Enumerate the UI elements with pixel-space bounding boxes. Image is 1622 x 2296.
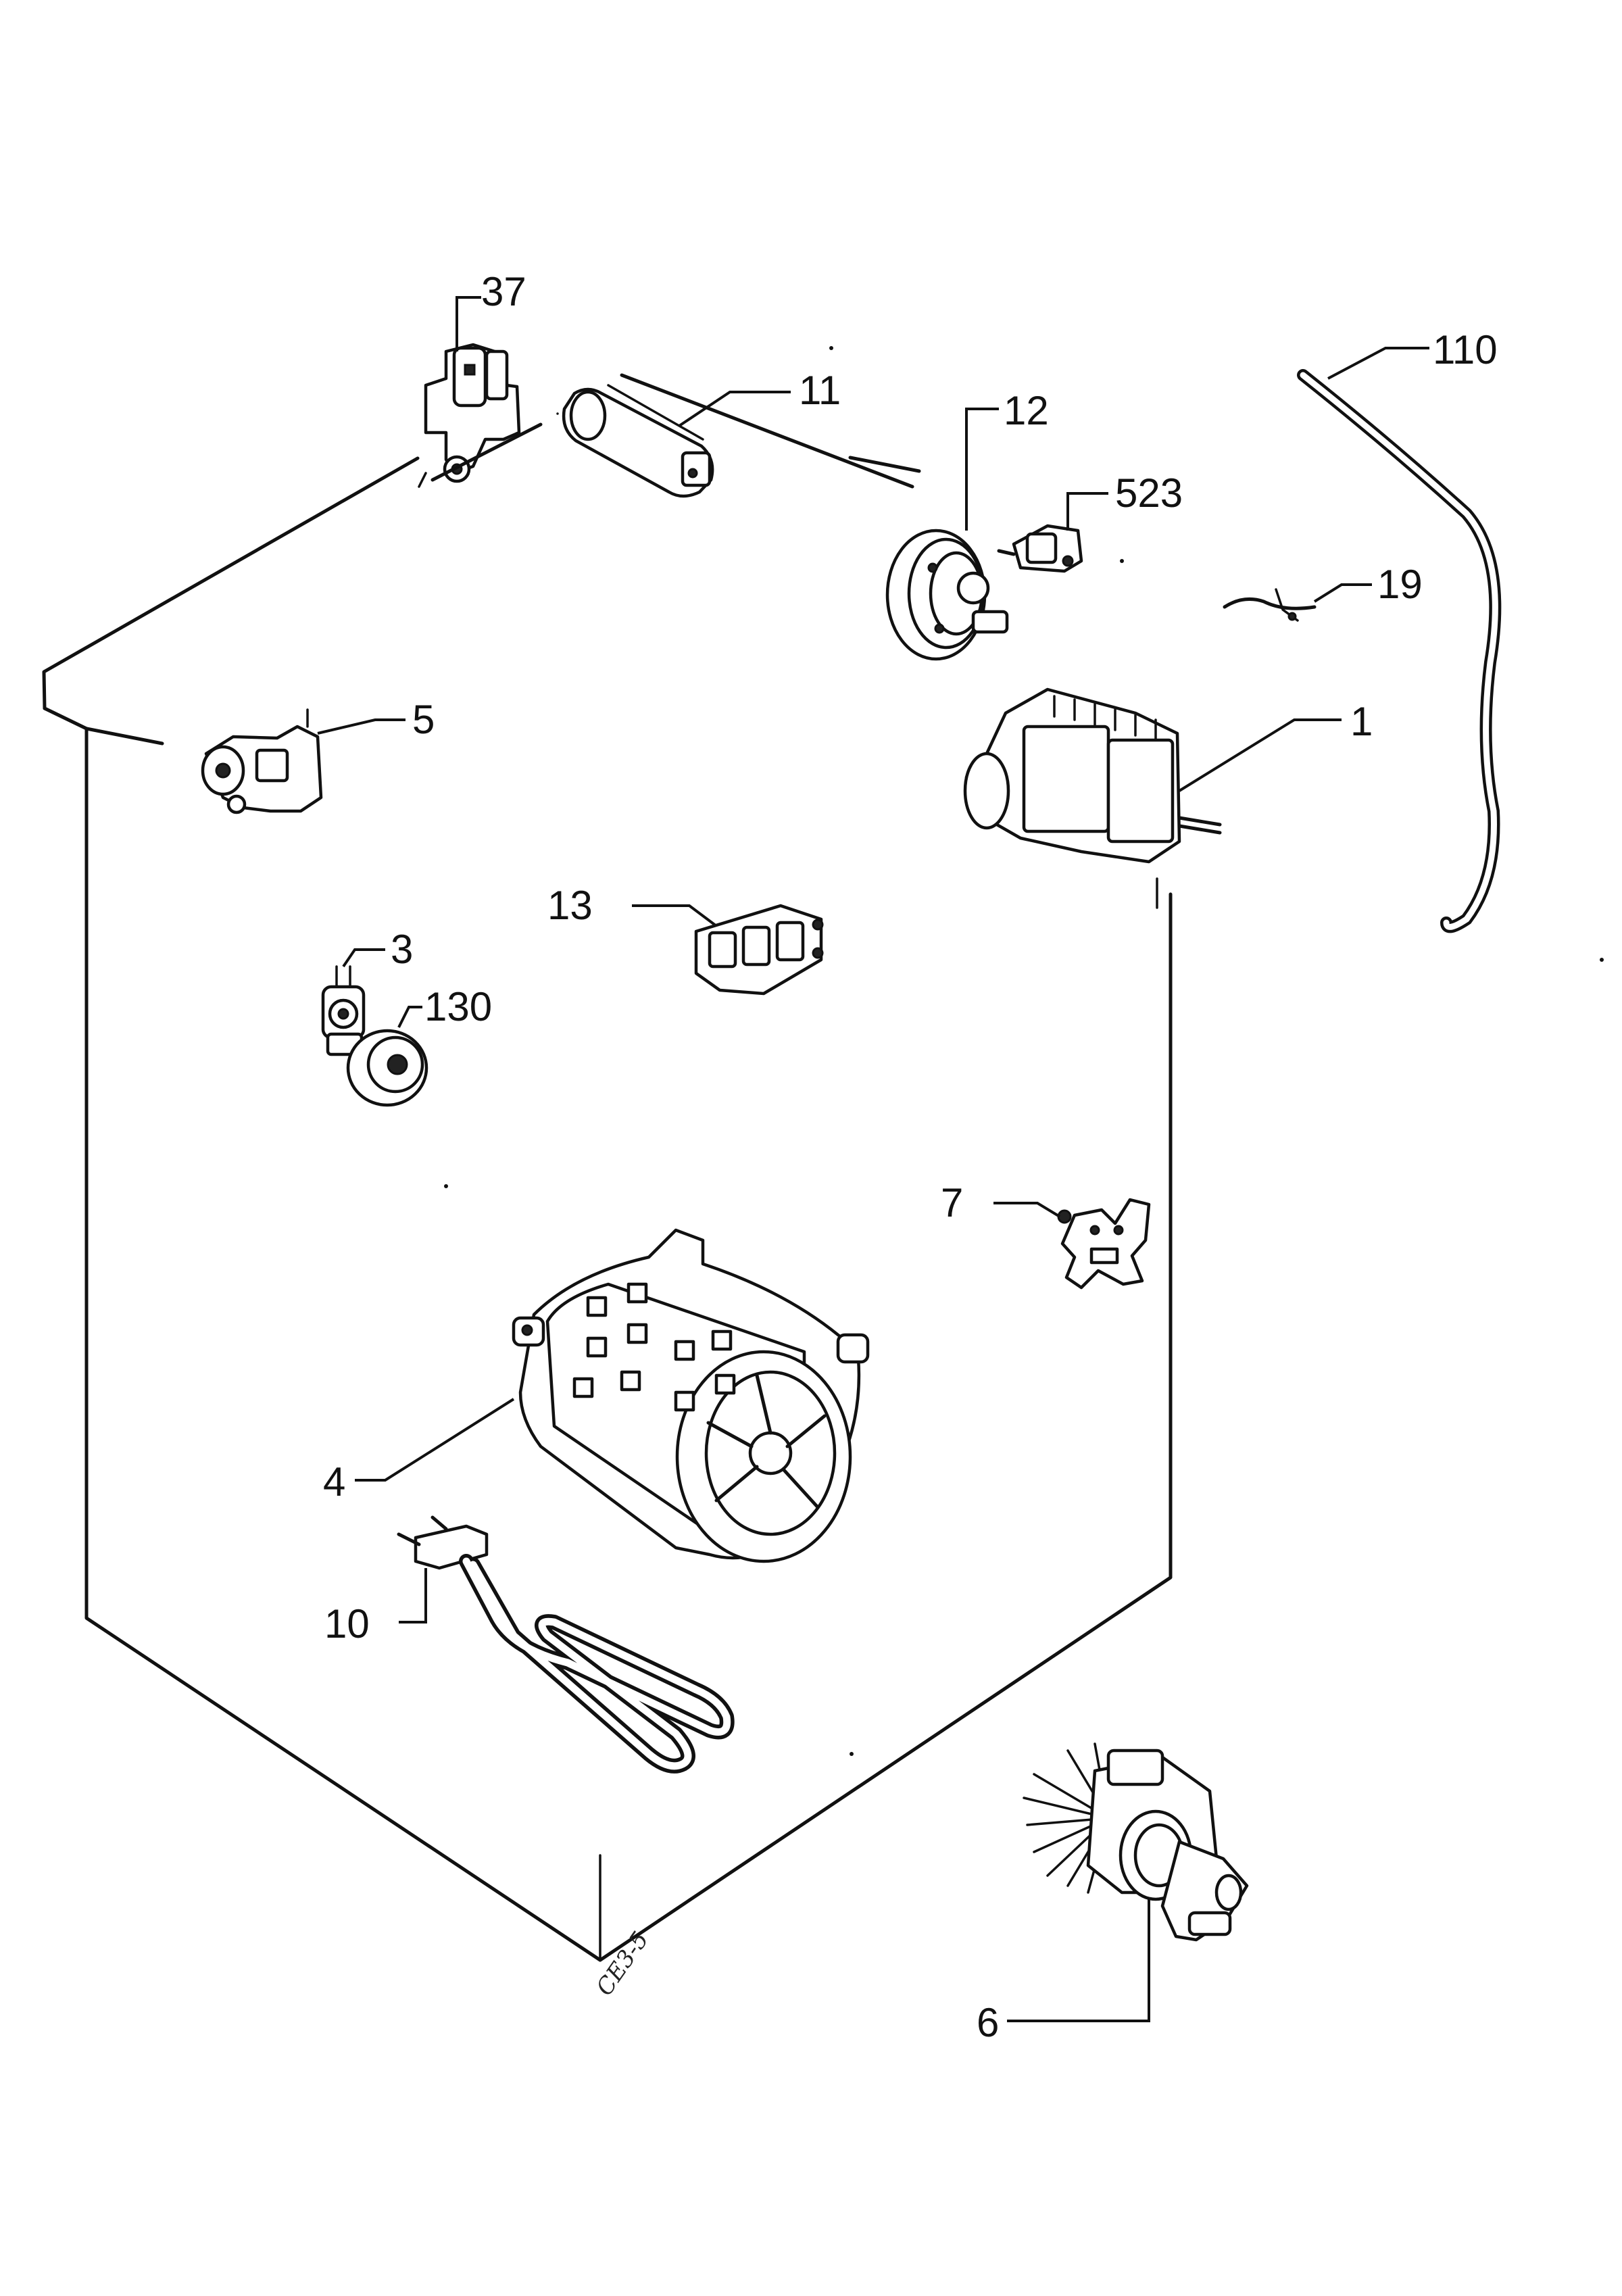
leader-523 bbox=[1066, 492, 1108, 531]
callout-19: 19 bbox=[1377, 562, 1423, 607]
leader-4 bbox=[355, 1398, 515, 1482]
leader-12 bbox=[965, 408, 999, 531]
callout-10: 10 bbox=[324, 1601, 370, 1646]
callout-13: 13 bbox=[547, 883, 593, 928]
part-1-timer[interactable] bbox=[963, 687, 1222, 864]
leader-19 bbox=[1313, 583, 1372, 603]
callout-110: 110 bbox=[1433, 327, 1498, 372]
leader-3 bbox=[342, 948, 385, 968]
callout-11: 11 bbox=[799, 368, 841, 413]
part-6-drain-pump[interactable] bbox=[1023, 1742, 1249, 1942]
callout-6: 6 bbox=[977, 2000, 999, 2045]
cabinet-outline bbox=[42, 456, 1173, 1962]
leader-13 bbox=[632, 904, 718, 927]
callout-7: 7 bbox=[941, 1180, 963, 1225]
leader-6 bbox=[1007, 1899, 1150, 2022]
part-110-hose[interactable] bbox=[1297, 369, 1502, 933]
part-5-lock-switch[interactable] bbox=[201, 708, 323, 814]
timer-terminals bbox=[1053, 695, 1157, 741]
motor-vents bbox=[572, 1282, 736, 1412]
part-12-pressure-switch[interactable] bbox=[885, 529, 1009, 661]
leader-130 bbox=[397, 1006, 422, 1028]
leader-37 bbox=[456, 296, 481, 351]
callout-3: 3 bbox=[391, 927, 413, 972]
callout-5: 5 bbox=[412, 697, 435, 742]
part-37-door-interlock[interactable] bbox=[418, 343, 521, 488]
leader-7 bbox=[993, 1202, 1061, 1218]
part-3-lamp-holder[interactable] bbox=[321, 965, 366, 1056]
callout-130: 130 bbox=[424, 984, 492, 1029]
leader-11 bbox=[678, 391, 791, 427]
part-11-suppressor[interactable] bbox=[431, 373, 914, 498]
part-130-knob[interactable] bbox=[346, 1029, 428, 1107]
callout-4: 4 bbox=[323, 1459, 345, 1505]
part-10-heater[interactable] bbox=[397, 1515, 735, 1774]
part-4-motor[interactable] bbox=[512, 1228, 870, 1563]
part-19-clip[interactable] bbox=[1223, 588, 1317, 622]
callout-12: 12 bbox=[1004, 388, 1049, 433]
leader-1 bbox=[1178, 718, 1342, 792]
callout-37: 37 bbox=[481, 269, 526, 314]
callout-523: 523 bbox=[1115, 470, 1183, 516]
leader-5 bbox=[317, 718, 406, 735]
callout-1: 1 bbox=[1350, 699, 1373, 744]
scan-specks bbox=[444, 346, 1604, 1756]
part-7-bracket[interactable] bbox=[1057, 1198, 1151, 1290]
part-523-connector[interactable] bbox=[997, 524, 1083, 573]
leader-110 bbox=[1327, 347, 1429, 380]
leader-10 bbox=[399, 1568, 427, 1623]
part-13-terminal-block[interactable] bbox=[694, 904, 824, 996]
